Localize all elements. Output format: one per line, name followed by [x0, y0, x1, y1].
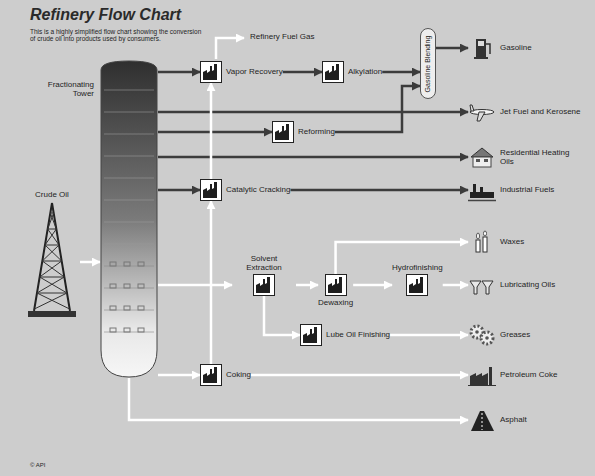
- node-label: Industrial Fuels: [500, 185, 554, 194]
- product-item: Residential Heating Oils: [468, 145, 584, 169]
- process-icon: [200, 179, 222, 201]
- process-icon: [322, 61, 344, 83]
- node-label: Crude Oil: [35, 190, 69, 199]
- product-item: Waxes: [468, 230, 524, 254]
- node-label: Alkylation: [348, 67, 382, 76]
- flow-arrow: [283, 71, 322, 74]
- oil-derrick: [24, 199, 80, 319]
- flow-arrow: [158, 131, 272, 134]
- process-unit: Vapor Recovery: [200, 61, 283, 83]
- flow-arrow: [336, 242, 468, 274]
- product-icon: [468, 363, 496, 387]
- product-icon: [468, 323, 496, 347]
- process-icon: [325, 274, 347, 296]
- process-unit: Solvent Extraction: [232, 254, 296, 296]
- node-label: Dewaxing: [318, 298, 353, 307]
- process-icon: [200, 61, 222, 83]
- product-item: Jet Fuel and Kerosene: [468, 100, 581, 124]
- subtitle-note: This is a highly simplified flow chart s…: [30, 28, 205, 43]
- process-unit: Catalytic Cracking: [200, 179, 290, 201]
- node-label: Residential Heating Oils: [500, 148, 584, 166]
- product-item: Lubricating Oils: [468, 273, 555, 297]
- process-unit: Coking: [200, 364, 251, 386]
- node-label: Lube Oil Finishing: [326, 330, 390, 339]
- product-icon: [468, 178, 496, 202]
- node-label: Jet Fuel and Kerosene: [500, 107, 581, 116]
- product-icon: [468, 273, 496, 297]
- node-label: Greases: [500, 330, 530, 339]
- flow-arrow: [335, 86, 420, 132]
- flow-arrow: [210, 83, 213, 179]
- flow-arrow: [210, 201, 213, 364]
- process-unit: Alkylation: [322, 61, 382, 83]
- flow-arrow: [158, 189, 200, 192]
- copyright-note: © API: [30, 462, 45, 469]
- tower-body: [100, 60, 158, 378]
- product-icon: [468, 145, 496, 169]
- flow-arrow: [158, 284, 232, 287]
- flow-arrow: [290, 189, 468, 192]
- blending-bar: Gasoline Blending: [420, 28, 436, 99]
- flow-arrow: [264, 296, 300, 335]
- product-item: Greases: [468, 323, 530, 347]
- flow-arrow: [390, 334, 468, 337]
- flow-arrow: [251, 374, 468, 377]
- fuel-gas-arrow: [216, 38, 244, 59]
- flow-arrow: [158, 111, 468, 114]
- product-icon: [468, 100, 496, 124]
- node-label: Hydrofinishing: [392, 263, 443, 272]
- process-icon: [300, 324, 322, 346]
- fractionating-tower: Fractionating Tower: [100, 60, 158, 378]
- process-unit: Reforming: [272, 121, 335, 143]
- product-icon: [468, 36, 496, 60]
- node-label: Waxes: [500, 237, 524, 246]
- flow-arrow: [129, 378, 468, 420]
- node-label: Coking: [226, 370, 251, 379]
- product-item: Asphalt: [468, 408, 527, 432]
- flow-arrow: [158, 71, 200, 74]
- node-label: Lubricating Oils: [500, 280, 555, 289]
- node-label: Reforming: [298, 127, 335, 136]
- flow-arrow: [158, 156, 468, 159]
- node-label: Gasoline: [500, 43, 532, 52]
- flow-arrow: [80, 261, 100, 264]
- process-icon: [406, 274, 428, 296]
- chart-title: Refinery Flow Chart: [30, 6, 181, 24]
- process-icon: [200, 364, 222, 386]
- node-label: Fractionating Tower: [26, 80, 94, 98]
- product-icon: [468, 230, 496, 254]
- flow-arrow: [353, 284, 392, 287]
- product-item: Gasoline: [468, 36, 532, 60]
- process-icon: [272, 121, 294, 143]
- process-icon: [253, 274, 275, 296]
- node-label: Vapor Recovery: [226, 67, 283, 76]
- process-unit: Lube Oil Finishing: [300, 324, 390, 346]
- process-unit: Dewaxing: [318, 274, 353, 307]
- product-stream-label: Refinery Fuel Gas: [250, 32, 314, 41]
- product-item: Industrial Fuels: [468, 178, 554, 202]
- node-label: Gasoline Blending: [424, 35, 432, 92]
- flow-arrow: [436, 47, 468, 50]
- flow-arrow: [443, 284, 468, 287]
- flow-arrow: [158, 374, 200, 377]
- node-label: Petroleum Coke: [500, 370, 557, 379]
- product-item: Petroleum Coke: [468, 363, 557, 387]
- process-unit: Hydrofinishing: [392, 263, 443, 296]
- node-label: Asphalt: [500, 415, 527, 424]
- node-label: Solvent Extraction: [232, 254, 296, 272]
- flow-arrow: [296, 284, 318, 287]
- node-label: Catalytic Cracking: [226, 185, 290, 194]
- flow-arrow: [382, 71, 420, 74]
- product-icon: [468, 408, 496, 432]
- crude-oil-well: Crude Oil: [24, 190, 80, 319]
